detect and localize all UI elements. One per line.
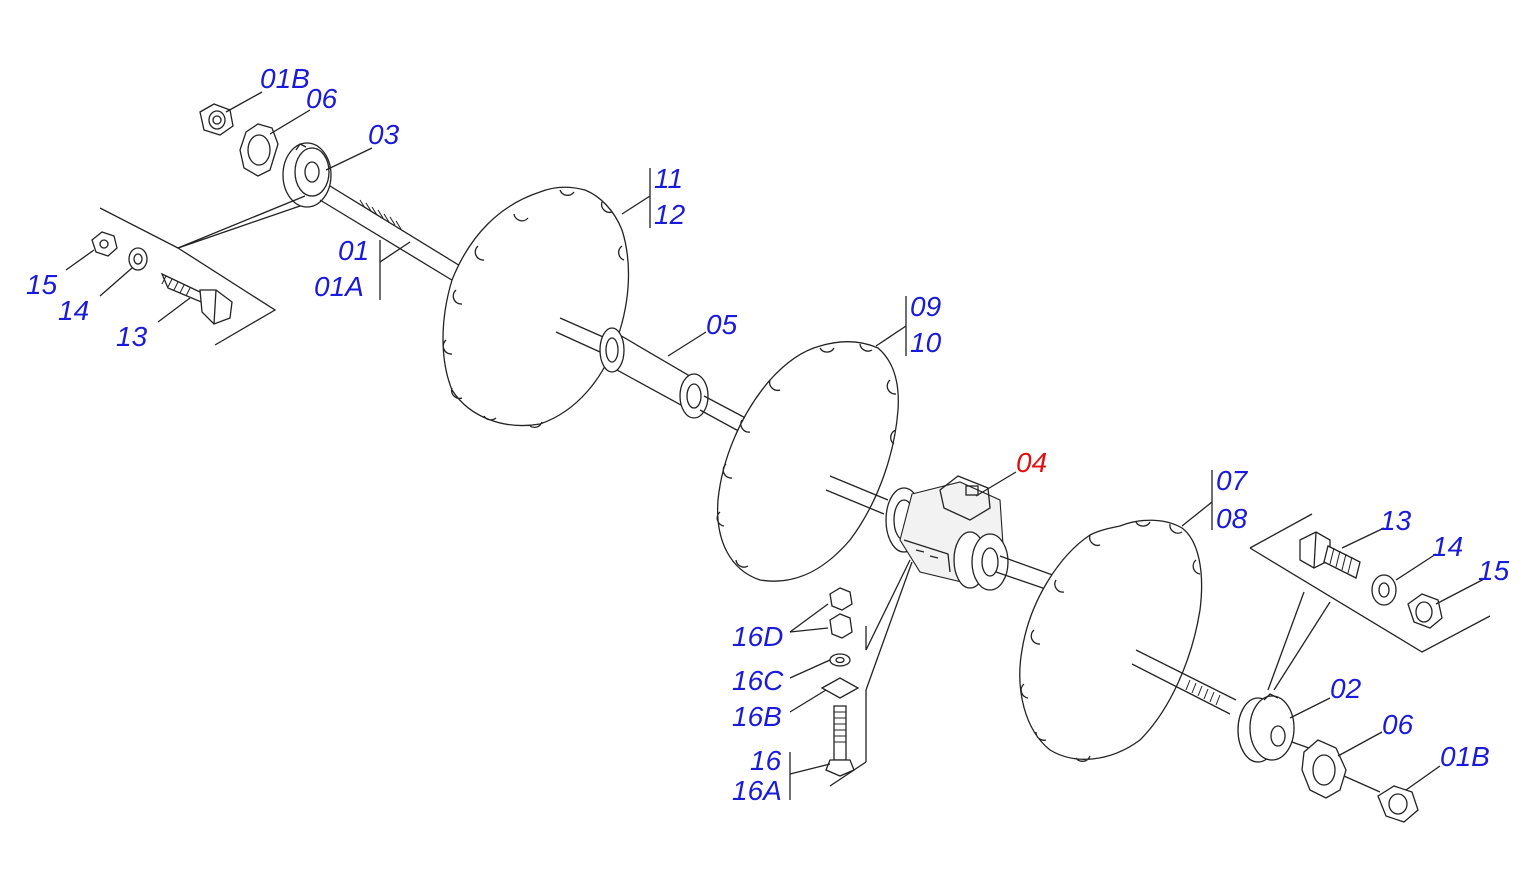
nut-01b-bottom <box>1377 785 1419 823</box>
label-08: 08 <box>1216 503 1248 534</box>
clamp-stack-16 <box>820 559 913 787</box>
label-01b-bottom: 01B <box>1440 741 1490 772</box>
notched-disc-09-10 <box>716 341 899 582</box>
label-04: 04 <box>1016 447 1047 478</box>
bolt-13-right <box>1299 531 1361 579</box>
bearing-03 <box>282 142 332 208</box>
label-07: 07 <box>1216 465 1249 496</box>
nut-15-right <box>1407 593 1443 629</box>
label-14-left: 14 <box>58 295 89 326</box>
label-01b-top: 01B <box>260 63 310 94</box>
detail-box-right <box>1249 513 1491 691</box>
label-12: 12 <box>654 199 686 230</box>
label-02: 02 <box>1330 673 1362 704</box>
label-15-right: 15 <box>1478 555 1510 586</box>
label-01: 01 <box>338 235 369 266</box>
axle-01 <box>319 185 471 286</box>
notched-disc-07-08 <box>1019 519 1203 762</box>
label-16b: 16B <box>732 701 782 732</box>
label-16c: 16C <box>732 665 784 696</box>
plate-06-top <box>239 123 279 177</box>
label-11: 11 <box>654 163 683 194</box>
plate-06-bottom <box>1301 739 1381 799</box>
label-15-left: 15 <box>26 269 58 300</box>
axle-01-right <box>1131 649 1237 715</box>
notched-disc-11-12 <box>442 186 630 428</box>
nut-01b-top <box>199 103 234 136</box>
label-16d: 16D <box>732 621 783 652</box>
label-16: 16 <box>750 745 782 776</box>
washer-14-right <box>1371 574 1397 606</box>
label-13-right: 13 <box>1380 505 1412 536</box>
bolt-13-left <box>160 272 233 325</box>
label-14-right: 14 <box>1432 531 1463 562</box>
label-06-top: 06 <box>306 83 338 114</box>
nut-15-left <box>91 231 118 257</box>
label-16a: 16A <box>732 775 782 806</box>
washer-14-left <box>128 247 148 271</box>
leader-lines <box>65 91 1487 800</box>
label-09: 09 <box>910 291 941 322</box>
label-06-bottom: 06 <box>1382 709 1414 740</box>
center-hub-04 <box>885 475 1073 597</box>
label-03: 03 <box>368 119 400 150</box>
detail-box-left <box>99 195 306 346</box>
bearing-02 <box>1237 693 1321 763</box>
label-01a: 01A <box>314 271 364 302</box>
part-labels: 01B 06 03 11 12 01 01A 15 14 13 05 09 10… <box>26 63 1510 806</box>
label-10: 10 <box>910 327 942 358</box>
label-13-left: 13 <box>116 321 148 352</box>
label-05: 05 <box>706 309 738 340</box>
